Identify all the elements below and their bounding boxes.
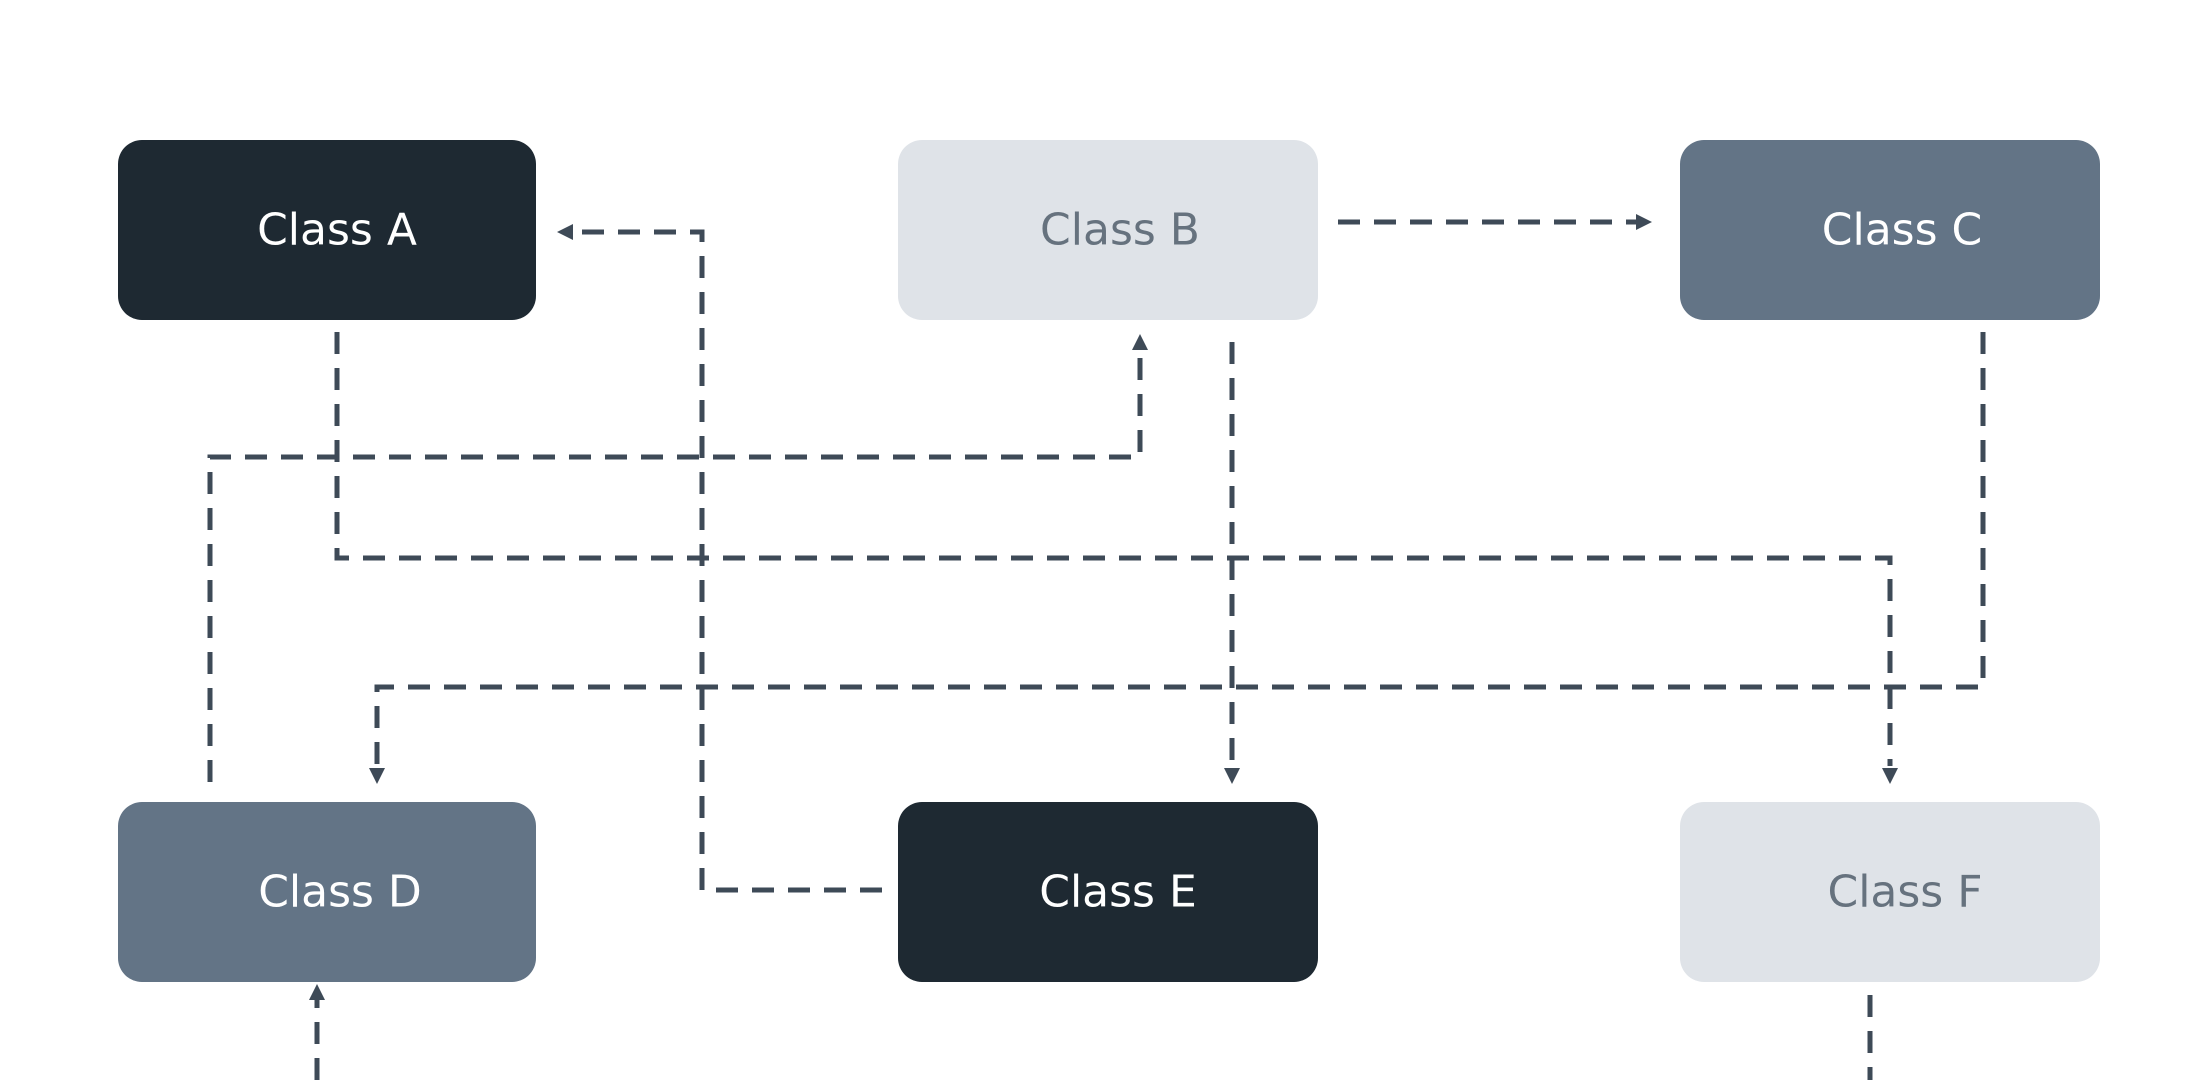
node-class-b-box (898, 140, 1318, 320)
node-class-c-box (1680, 140, 2100, 320)
node-class-d-box (118, 802, 536, 982)
node-class-a[interactable]: Class A (118, 140, 536, 320)
node-class-b[interactable]: Class B (898, 140, 1318, 320)
node-class-f-label: Class F (1827, 867, 1982, 918)
edge-e-to-a (557, 224, 882, 893)
node-class-e[interactable]: Class E (898, 802, 1318, 982)
node-class-f[interactable]: Class F (1680, 802, 2100, 982)
edge-d-to-b (207, 334, 1148, 782)
node-class-a-box (118, 140, 536, 320)
node-class-a-label: Class A (257, 205, 417, 256)
node-class-d-label: Class D (258, 867, 422, 918)
edge-c-to-d (369, 332, 1986, 784)
node-class-e-box (898, 802, 1318, 982)
edge-incoming-to-d (309, 984, 325, 1080)
node-class-c[interactable]: Class C (1680, 140, 2100, 320)
edge-b-to-e (1224, 342, 1240, 784)
arrowhead-icon (369, 768, 385, 784)
node-class-d[interactable]: Class D (118, 802, 536, 982)
node-class-f-box (1680, 802, 2100, 982)
node-class-c-label: Class C (1822, 205, 1982, 256)
arrowhead-icon (557, 224, 573, 240)
arrowhead-icon (1132, 334, 1148, 350)
node-class-b-label: Class B (1040, 205, 1200, 256)
arrowhead-icon (1224, 768, 1240, 784)
arrowhead-icon (1636, 214, 1652, 230)
node-class-e-label: Class E (1039, 867, 1197, 918)
arrowhead-icon (1882, 768, 1898, 784)
arrowhead-icon (309, 984, 325, 1000)
edge-a-to-f (334, 332, 1898, 784)
edge-b-to-c (1338, 214, 1652, 230)
